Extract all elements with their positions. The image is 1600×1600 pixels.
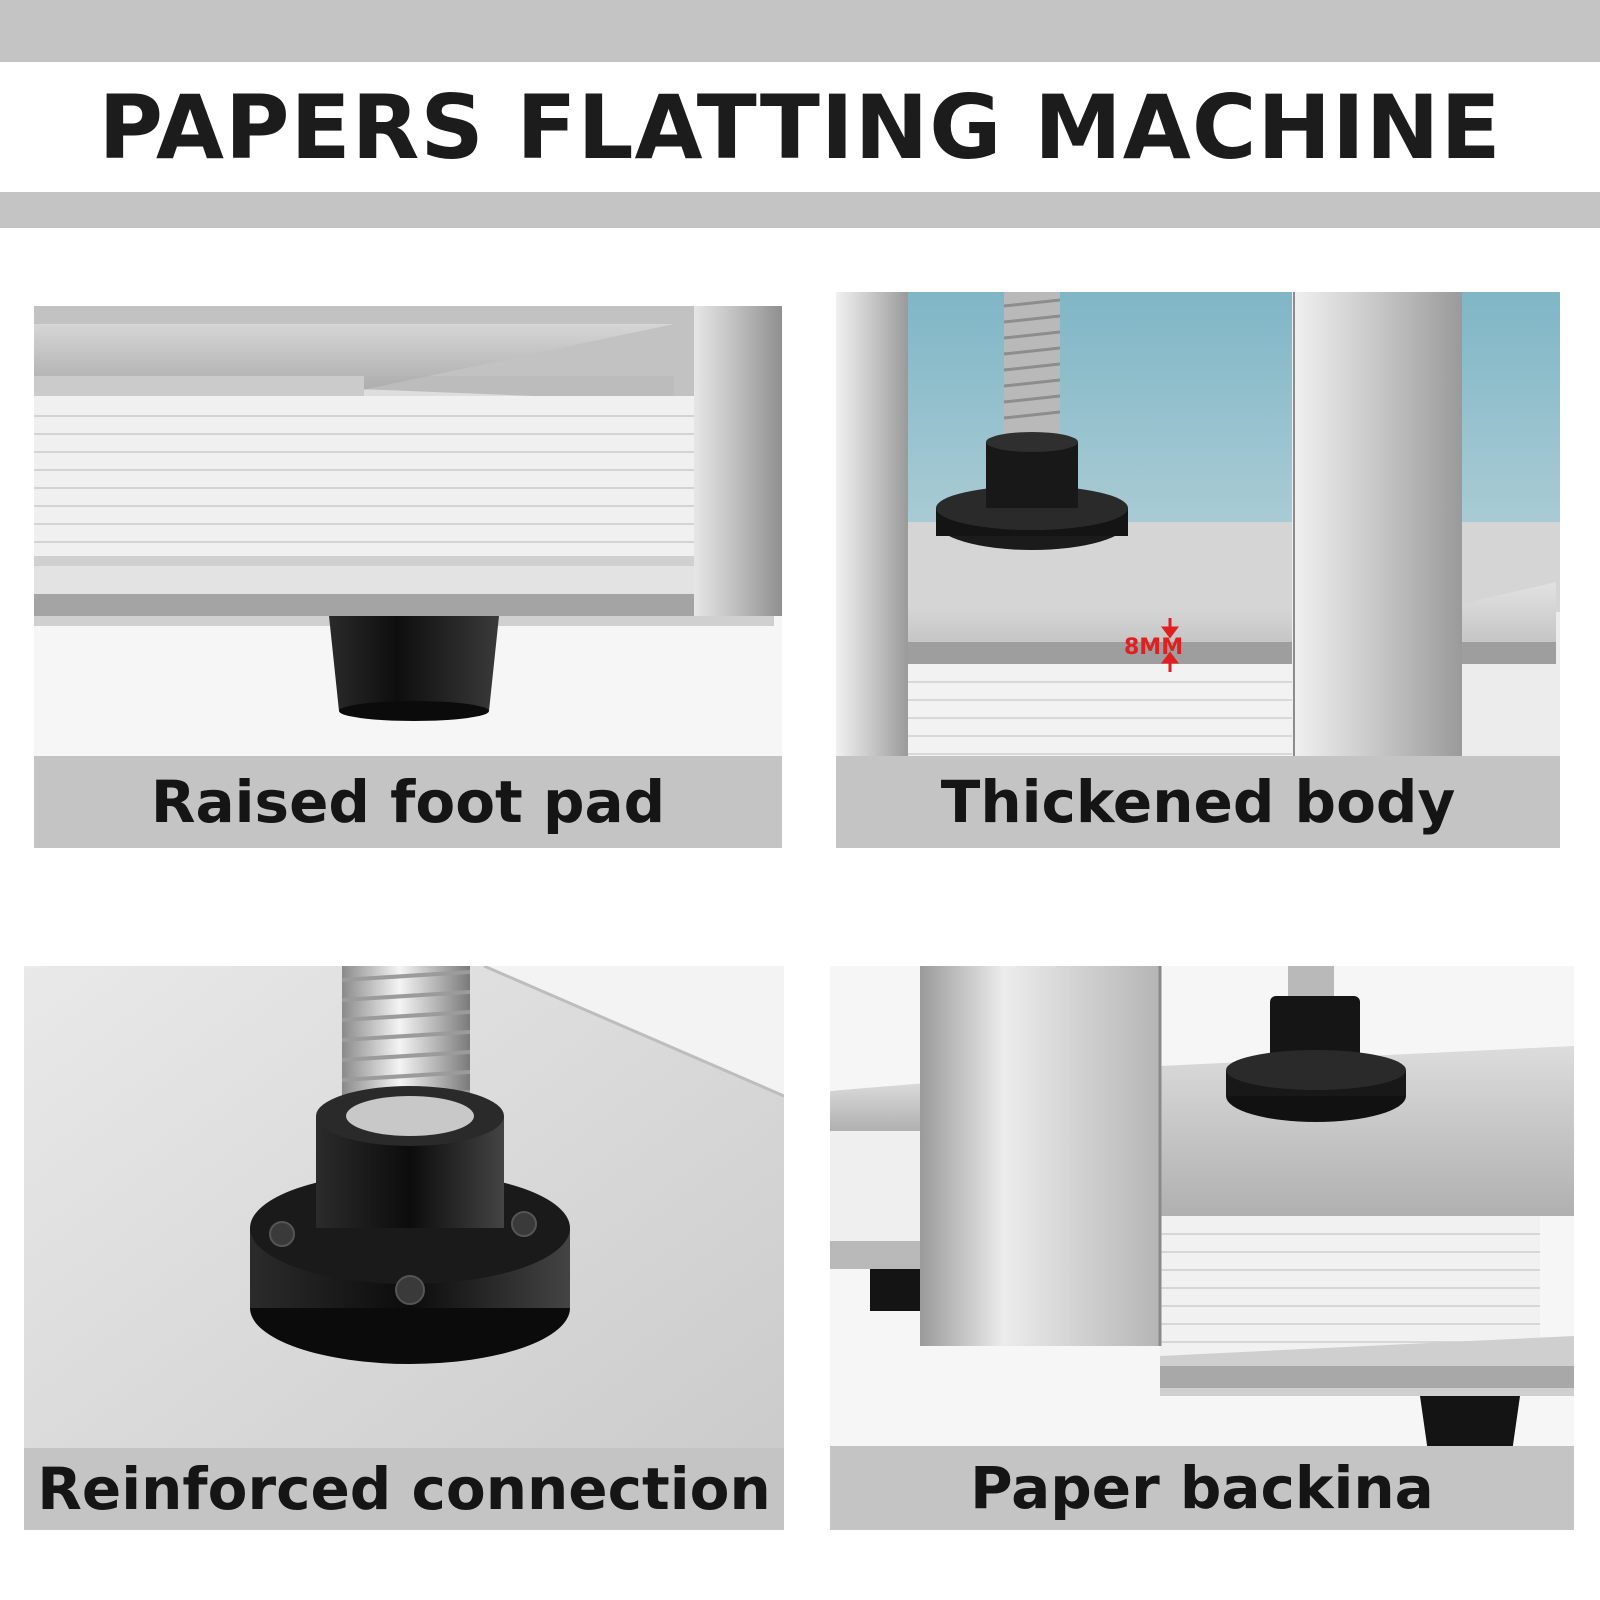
caption-paper-backina: Paper backina	[830, 1446, 1574, 1530]
press-body-icon: 8MM	[836, 292, 1560, 848]
panel-reinforced-connection: Reinforced connection	[24, 966, 784, 1530]
panel-paper-backina: Paper backina	[830, 966, 1574, 1530]
panel-raised-foot-pad: Raised foot pad	[34, 306, 782, 848]
panel-thickened-body: 8MM Thickened body	[836, 292, 1560, 848]
paper-stack-icon	[830, 966, 1574, 1530]
screw-flange-icon	[24, 966, 784, 1530]
title-underline-band	[0, 192, 1600, 228]
top-band	[0, 0, 1600, 62]
page-title: PAPERS FLATTING MACHINE	[98, 75, 1502, 179]
caption-thickened-body: Thickened body	[836, 756, 1560, 848]
foot-pad-icon	[34, 306, 782, 848]
caption-raised-foot-pad: Raised foot pad	[34, 756, 782, 848]
thickness-annotation: 8MM	[1124, 635, 1183, 660]
caption-reinforced-connection: Reinforced connection	[24, 1448, 784, 1530]
